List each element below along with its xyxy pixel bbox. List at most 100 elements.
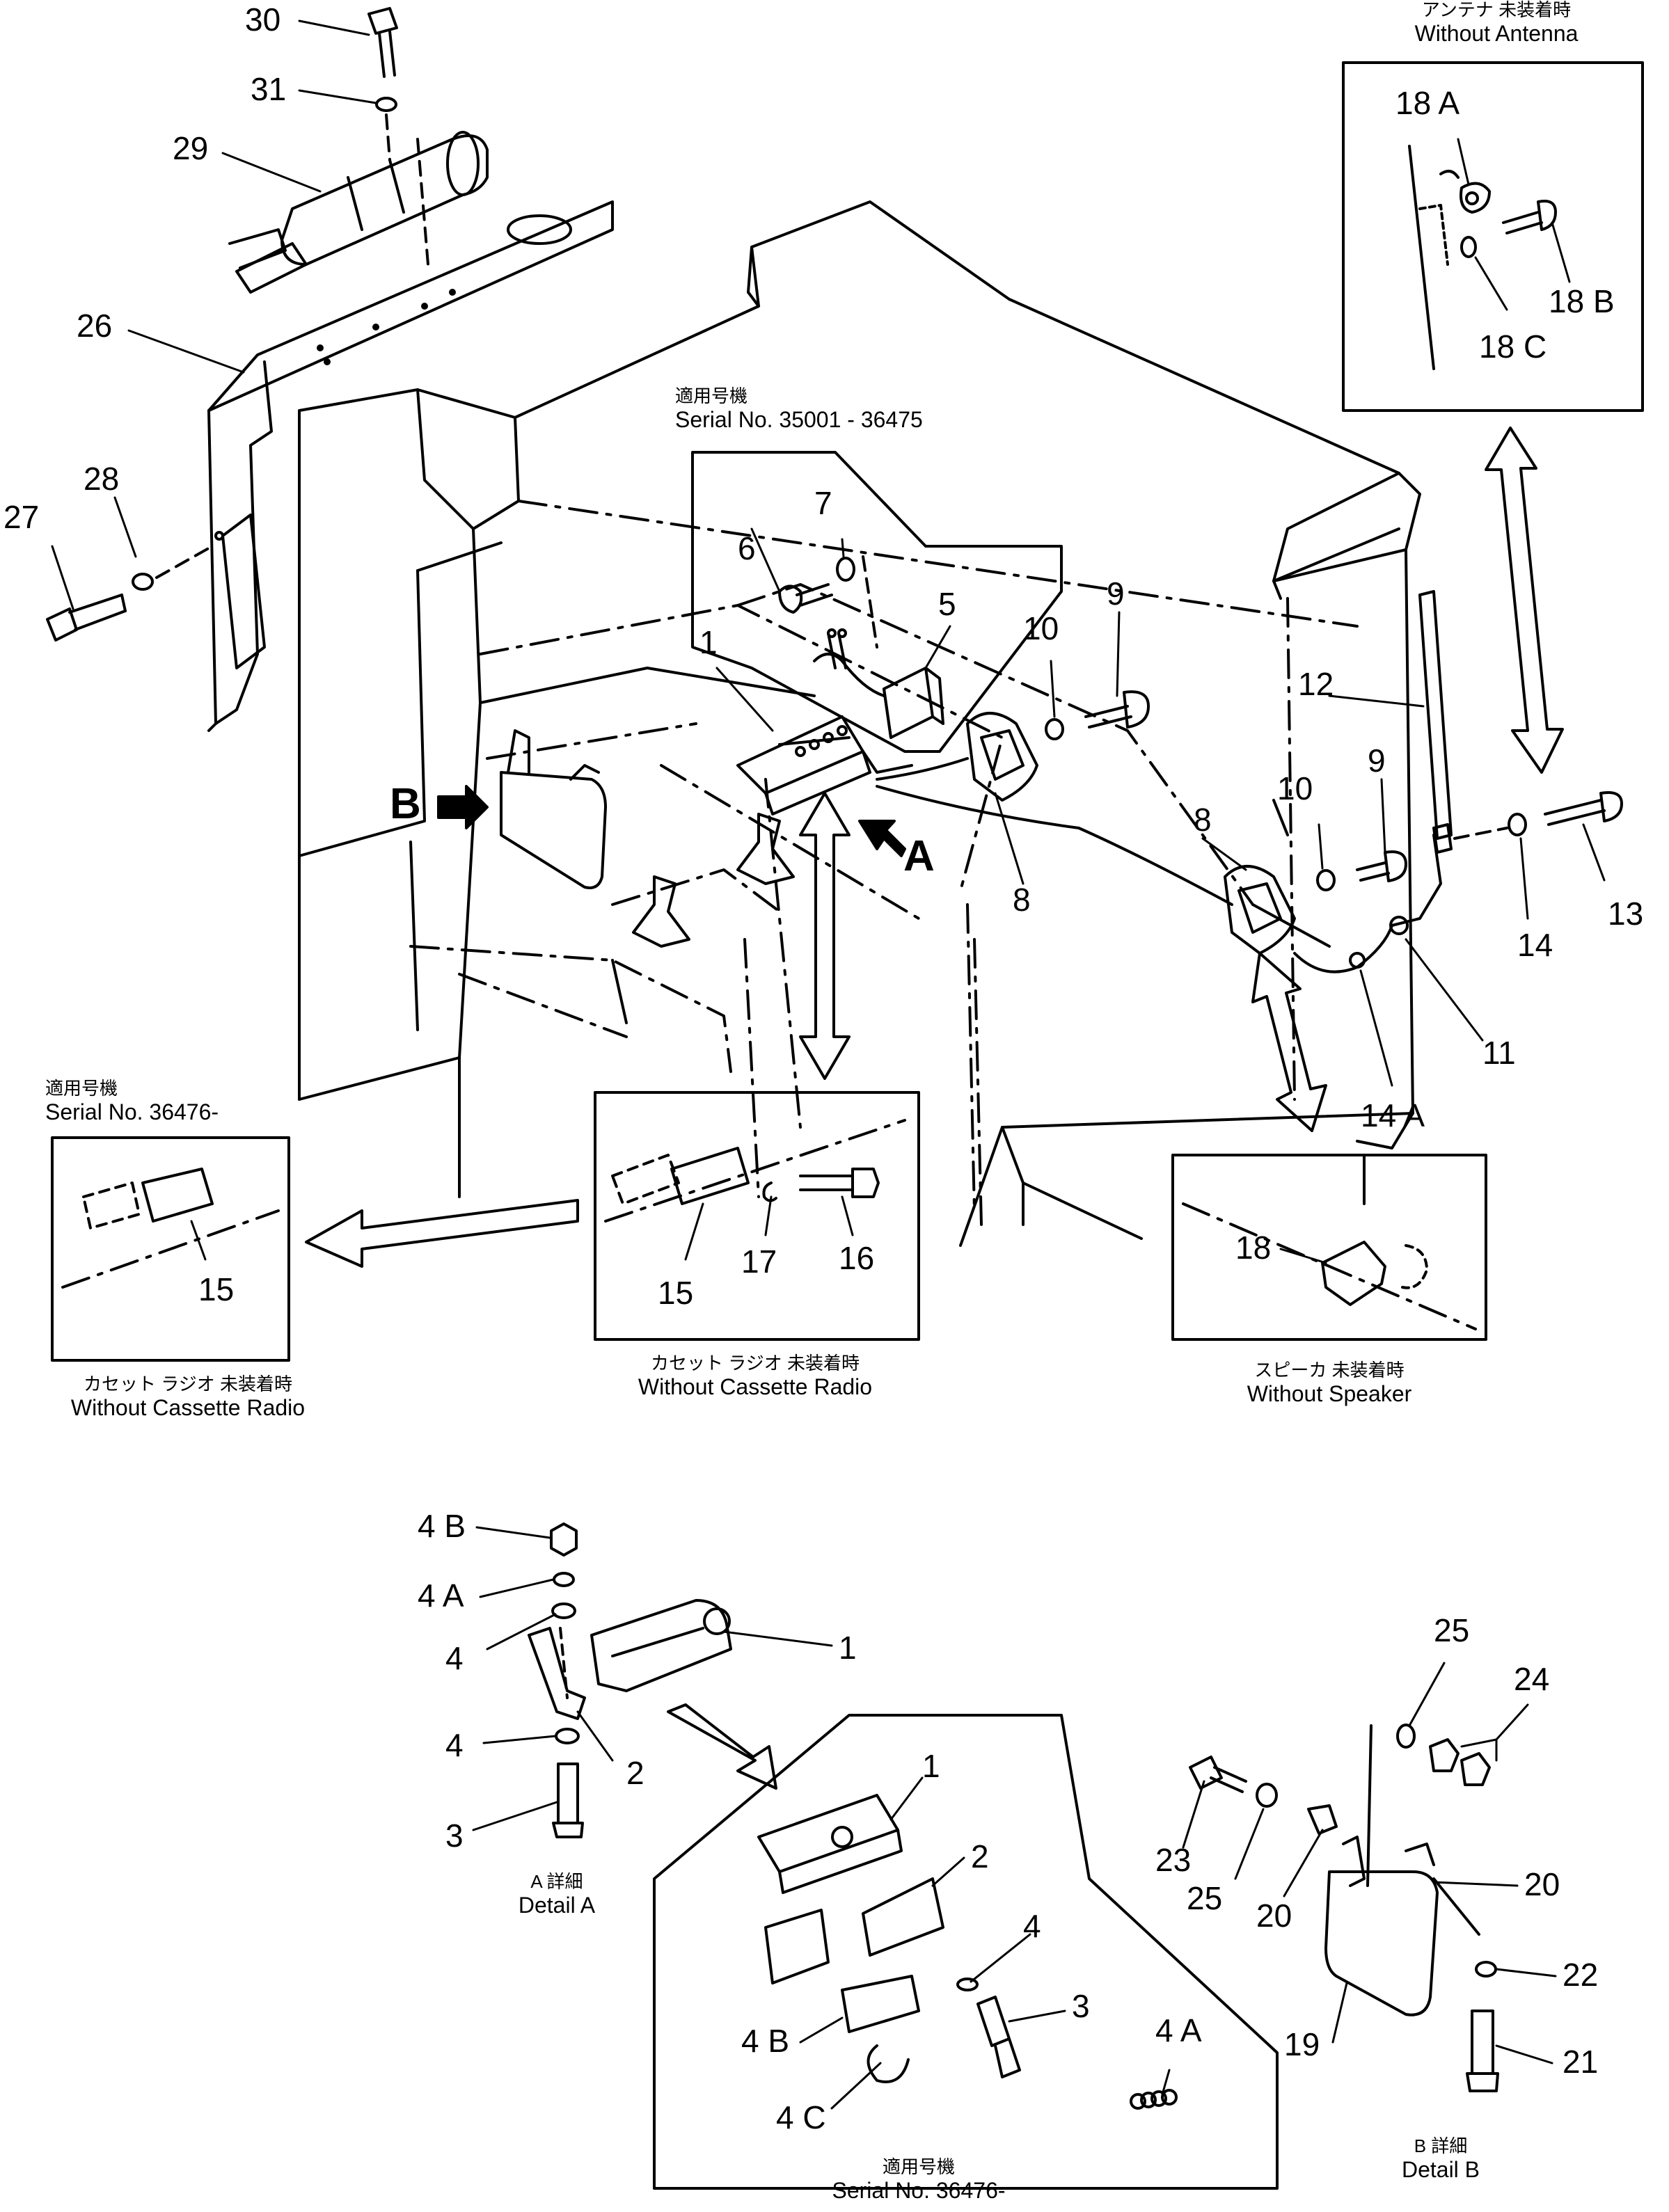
- fire-extinguisher-29: [228, 131, 489, 294]
- box-serial-36476-bottom: [653, 1714, 1279, 2190]
- box-without-antenna: [1342, 61, 1644, 412]
- speaker-8-upper: [966, 712, 1038, 802]
- callout-25-upper: 25: [1434, 1612, 1470, 1648]
- caption-detail-a-en: Detail A: [518, 1892, 596, 1918]
- caption-without-cassette-radio-mid: カセット ラジオ 未装着時 Without Cassette Radio: [592, 1353, 919, 1400]
- callout-9-lower: 9: [1368, 742, 1386, 779]
- callout-18C: 18 C: [1479, 328, 1547, 365]
- caption-serial-35001-en: Serial No. 35001 - 36475: [675, 406, 923, 432]
- caption-without-cassette-radio-mid-en: Without Cassette Radio: [638, 1374, 873, 1399]
- caption-without-antenna-jp: アンテナ 未装着時: [1421, 0, 1572, 20]
- bolt-9-lower: [1356, 850, 1407, 882]
- nut-18A: [1460, 182, 1491, 214]
- caption-serial-36476-left-en: Serial No. 36476-: [45, 1099, 219, 1124]
- clip-4C-sub: [867, 2044, 910, 2083]
- callout-10-upper: 10: [1023, 610, 1059, 646]
- speaker-8-lower: [1224, 865, 1296, 955]
- blank-panel-15-left: [141, 1168, 214, 1223]
- callout-3-detail-a: 3: [445, 1817, 464, 1854]
- arrow-left-detail: [305, 1199, 579, 1268]
- box-serial-36476-left: [51, 1136, 290, 1362]
- callout-3-serial-box: 3: [1072, 1988, 1090, 2024]
- arrow-antenna-detail: [1485, 427, 1564, 774]
- caption-serial-36476-bottom-en: Serial No. 36476-: [832, 2177, 1006, 2203]
- caption-detail-a-jp: A 詳細: [530, 1871, 583, 1892]
- callout-18: 18: [1235, 1230, 1272, 1266]
- callout-16: 16: [839, 1240, 875, 1276]
- washer-17: [762, 1181, 777, 1202]
- caption-without-cassette-radio-left-en: Without Cassette Radio: [70, 1394, 306, 1420]
- caption-detail-b-en: Detail B: [1401, 2156, 1480, 2182]
- caption-serial-36476-left: 適用号機 Serial No. 36476-: [45, 1078, 219, 1125]
- antenna-12: [1418, 590, 1453, 854]
- view-arrow-a: [858, 820, 906, 857]
- callout-24: 24: [1514, 1661, 1550, 1697]
- callout-27: 27: [3, 499, 40, 535]
- callout-31: 31: [251, 71, 287, 107]
- caption-without-cassette-radio-mid-jp: カセット ラジオ 未装着時: [651, 1353, 860, 1374]
- caption-serial-36476-bottom: 適用号機 Serial No. 36476-: [800, 2156, 1037, 2204]
- washer-22: [1475, 1961, 1497, 1978]
- box-without-cassette-radio-mid: [594, 1091, 920, 1341]
- caption-detail-b-jp: B 詳細: [1414, 2135, 1468, 2156]
- screw-6: [778, 583, 833, 614]
- callout-7: 7: [814, 485, 832, 521]
- bolt-23: [1189, 1756, 1223, 1790]
- callout-4B-serial-box: 4 B: [741, 2023, 790, 2059]
- washer-4A: [553, 1572, 575, 1587]
- caption-without-speaker: スピーカ 未装着時 Without Speaker: [1215, 1360, 1444, 1407]
- callout-23: 23: [1155, 1842, 1192, 1878]
- washer-4-sub: [956, 1978, 979, 1991]
- caption-serial-35001: 適用号機 Serial No. 35001 - 36475: [675, 385, 923, 433]
- callout-4A-detail-a: 4 A: [418, 1577, 464, 1614]
- callout-12: 12: [1298, 666, 1334, 702]
- callout-6: 6: [738, 530, 756, 566]
- caption-detail-a: A 詳細 Detail A: [487, 1871, 626, 1918]
- caption-without-antenna-en: Without Antenna: [1414, 20, 1579, 46]
- callout-8-upper: 8: [1013, 882, 1031, 918]
- washer-4-bottom: [555, 1728, 580, 1744]
- detail-a-parts: [528, 1522, 732, 1838]
- view-marker-a: A: [903, 832, 935, 880]
- callout-18B: 18 B: [1549, 283, 1615, 319]
- caption-without-antenna: アンテナ 未装着時 Without Antenna: [1382, 0, 1611, 47]
- callout-9-upper: 9: [1107, 575, 1125, 612]
- cassette-radio-1: [736, 715, 913, 815]
- washer-25-upper: [1396, 1724, 1416, 1749]
- blank-panel-15-mid: [670, 1147, 750, 1205]
- arrow-radio-detail: [799, 792, 851, 1080]
- arrow-speaker-detail: [1251, 952, 1327, 1132]
- callout-22: 22: [1563, 1957, 1599, 1993]
- caption-serial-36476-left-jp: 適用号機: [45, 1078, 118, 1099]
- callout-20-right: 20: [1524, 1866, 1560, 1902]
- callout-10-lower: 10: [1277, 770, 1313, 806]
- callout-15-left: 15: [198, 1271, 235, 1307]
- bolt-30: [367, 7, 398, 78]
- cab-roof-outline: [298, 200, 1421, 1247]
- callout-30: 30: [245, 1, 281, 38]
- cover-18: [1321, 1241, 1386, 1306]
- callout-2-serial-box: 2: [971, 1838, 989, 1875]
- callout-25-lower: 25: [1187, 1880, 1223, 1916]
- panel-19: [1324, 1870, 1439, 2016]
- clamp-4B-sub: [841, 1975, 920, 2033]
- bolt-18B: [1537, 200, 1557, 231]
- hinge-20-left: [1307, 1804, 1338, 1835]
- caption-detail-b: B 詳細 Detail B: [1371, 2135, 1510, 2183]
- caption-serial-36476-bottom-jp: 適用号機: [882, 2156, 955, 2177]
- caption-without-cassette-radio-left: カセット ラジオ 未装着時 Without Cassette Radio: [35, 1374, 341, 1421]
- box-without-speaker: [1171, 1154, 1487, 1341]
- callout-4A-serial-box: 4 A: [1155, 2012, 1202, 2048]
- antenna-module-5: [883, 667, 944, 739]
- callout-20-left: 20: [1256, 1897, 1292, 1934]
- leader-lines: [51, 19, 1606, 2110]
- callout-4-detail-a-bottom: 4: [445, 1727, 464, 1763]
- washer-18C: [1460, 236, 1477, 258]
- detail-b-parts: [1189, 1724, 1499, 2092]
- bolt-16: [851, 1168, 880, 1198]
- callout-4B-detail-a: 4 B: [418, 1508, 466, 1544]
- callout-14A: 14 A: [1361, 1097, 1425, 1133]
- callout-13: 13: [1608, 896, 1644, 932]
- callout-29: 29: [173, 130, 209, 166]
